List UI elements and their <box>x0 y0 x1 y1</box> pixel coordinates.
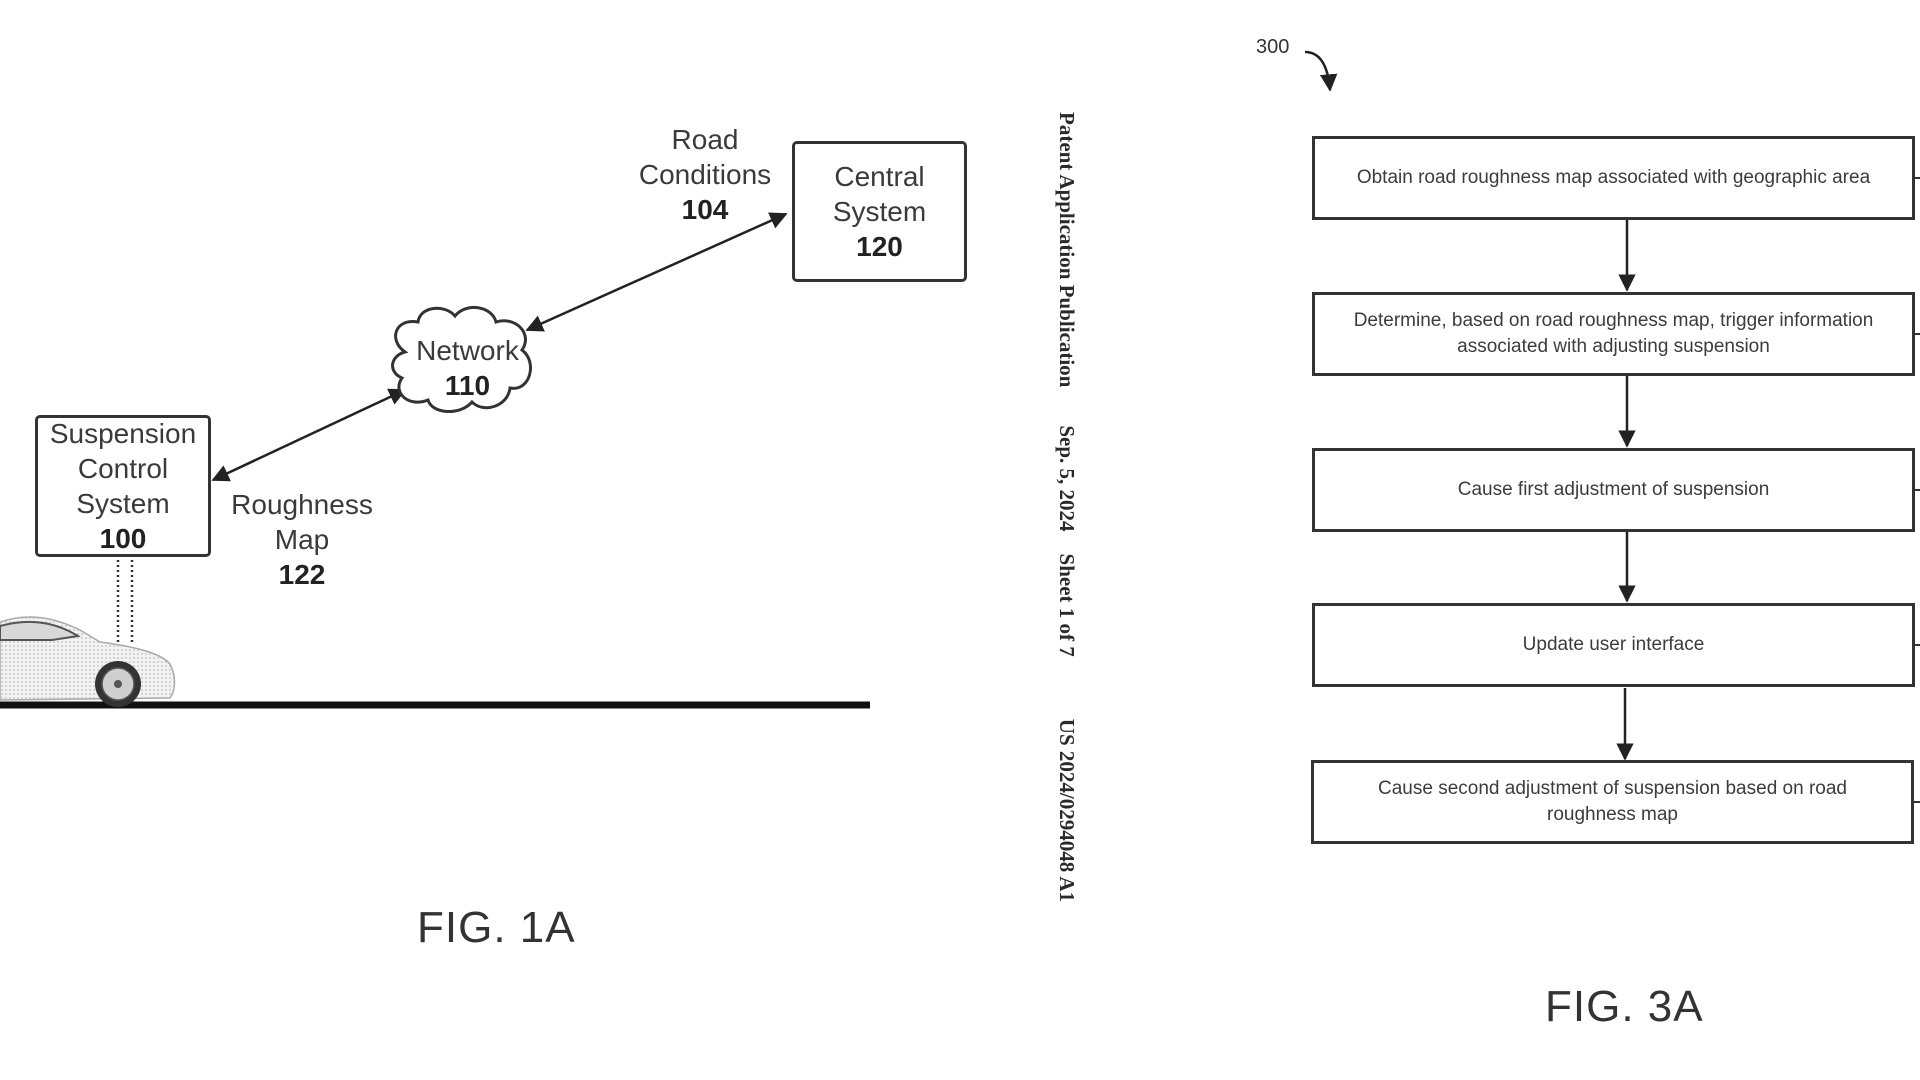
roughness-map-label: Roughness Map 122 <box>222 487 382 592</box>
suspension-number: 100 <box>99 523 147 554</box>
header-sheet: Sheet 1 of 7 <box>1055 553 1080 657</box>
flowchart-step-1: Obtain road roughness map associated wit… <box>1312 136 1915 220</box>
network-text: Network <box>416 335 519 366</box>
step-1-text: Obtain road roughness map associated wit… <box>1356 167 1871 188</box>
roughness-map-number: 122 <box>278 559 326 590</box>
central-system-line1: Central <box>834 161 925 192</box>
step-3-text: Cause first adjustment of suspension <box>1457 479 1770 500</box>
road-conditions-line2: Conditions <box>638 159 772 190</box>
suspension-line3: System <box>76 488 170 519</box>
patent-header: Patent Application Publication Sep. 5, 2… <box>1052 112 1082 972</box>
central-system-line2: System <box>832 196 927 227</box>
suspension-line1: Suspension <box>49 418 197 449</box>
reference-300-arrow <box>1304 50 1338 92</box>
network-number: 110 <box>444 370 491 401</box>
central-system-number: 120 <box>856 231 903 262</box>
central-system-box: Central System 120 <box>792 141 967 282</box>
flowchart-connectors <box>1616 220 1636 761</box>
arrow-suspension-network <box>211 388 407 482</box>
roughness-map-line1: Roughness <box>231 489 373 520</box>
roughness-map-line2: Map <box>274 524 330 555</box>
step-4-text: Update user interface <box>1522 634 1705 655</box>
road-conditions-line1: Road <box>671 124 739 155</box>
suspension-control-box: Suspension Control System 100 <box>35 415 211 557</box>
flowchart-step-4: Update user interface <box>1312 603 1915 687</box>
header-publication: Patent Application Publication <box>1055 112 1080 388</box>
reference-300-label: 300 <box>1256 36 1290 58</box>
road-conditions-number: 104 <box>681 194 729 225</box>
fig-3a-caption: FIG. 3A <box>1545 982 1704 1031</box>
flowchart-step-5: Cause second adjustment of suspension ba… <box>1311 760 1914 844</box>
road-conditions-label: Road Conditions 104 <box>620 122 790 227</box>
car-icon <box>0 616 176 707</box>
header-date: Sep. 5, 2024 <box>1055 425 1080 532</box>
flowchart-step-2: Determine, based on road roughness map, … <box>1312 292 1915 376</box>
network-cloud-icon <box>391 306 532 413</box>
fig-1a-caption: FIG. 1A <box>417 903 576 952</box>
step-5-text: Cause second adjustment of suspension ba… <box>1378 778 1847 825</box>
arrow-network-central <box>525 212 788 332</box>
flowchart-step-3: Cause first adjustment of suspension <box>1312 448 1915 532</box>
network-label: Network 110 <box>400 333 535 403</box>
header-number: US 2024/0294048 A1 <box>1055 718 1080 902</box>
suspension-line2: Control <box>77 453 169 484</box>
flowchart-side-ticks <box>1914 177 1920 803</box>
step-2-text: Determine, based on road roughness map, … <box>1353 310 1874 357</box>
